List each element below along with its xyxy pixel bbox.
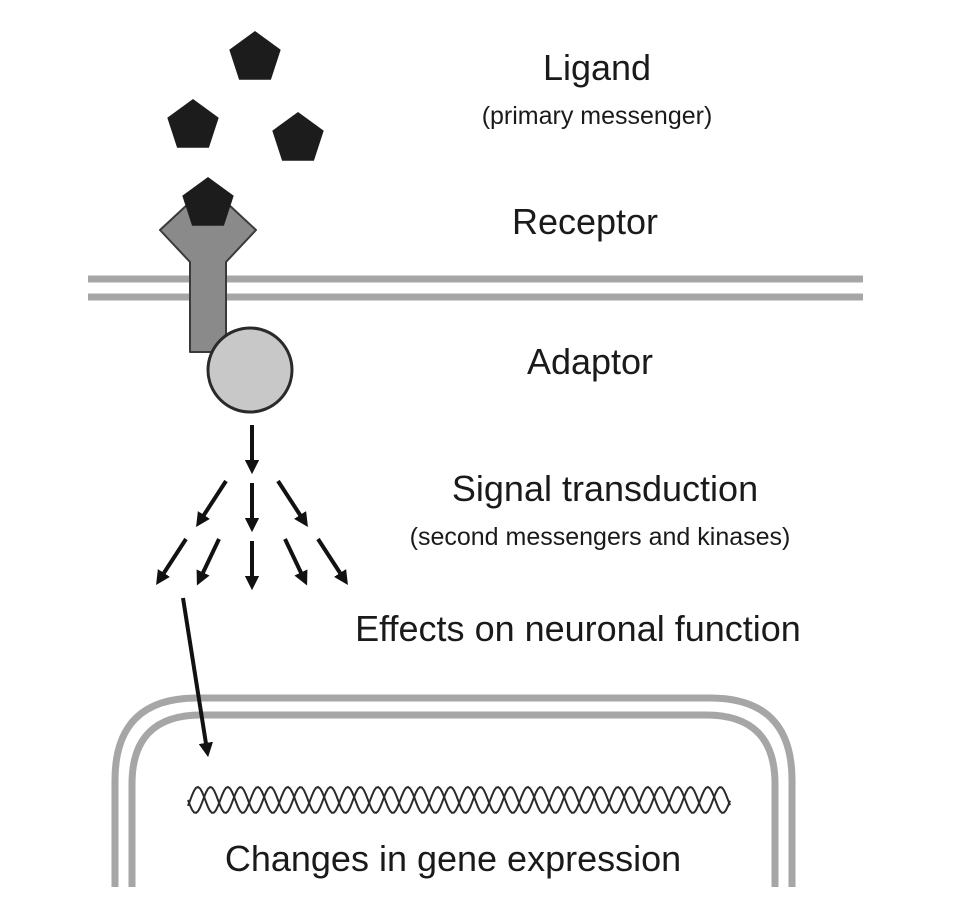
adaptor-circle-icon xyxy=(206,326,294,414)
nuclear-envelope xyxy=(111,694,796,887)
ligand-label: Ligand xyxy=(543,47,651,88)
signal-cascade-arrows xyxy=(156,425,348,758)
ligand-pentagon-icon xyxy=(272,112,324,161)
bound-ligand-pentagon-icon xyxy=(182,177,234,226)
adaptor-label: Adaptor xyxy=(527,341,653,382)
gene-expression-label: Changes in gene expression xyxy=(225,838,681,879)
ligand-pentagon-icon xyxy=(229,31,281,80)
receptor-label: Receptor xyxy=(512,201,658,242)
ligand-pentagon-icon xyxy=(167,99,219,148)
ligand-molecules xyxy=(167,31,324,161)
signal-transduction-label: Signal transduction xyxy=(452,468,758,509)
dna-helix-icon xyxy=(187,785,731,815)
signal-transduction-sub-label: (second messengers and kinases) xyxy=(410,523,791,551)
ligand-sub-label: (primary messenger) xyxy=(482,102,713,130)
effects-label: Effects on neuronal function xyxy=(355,608,801,649)
